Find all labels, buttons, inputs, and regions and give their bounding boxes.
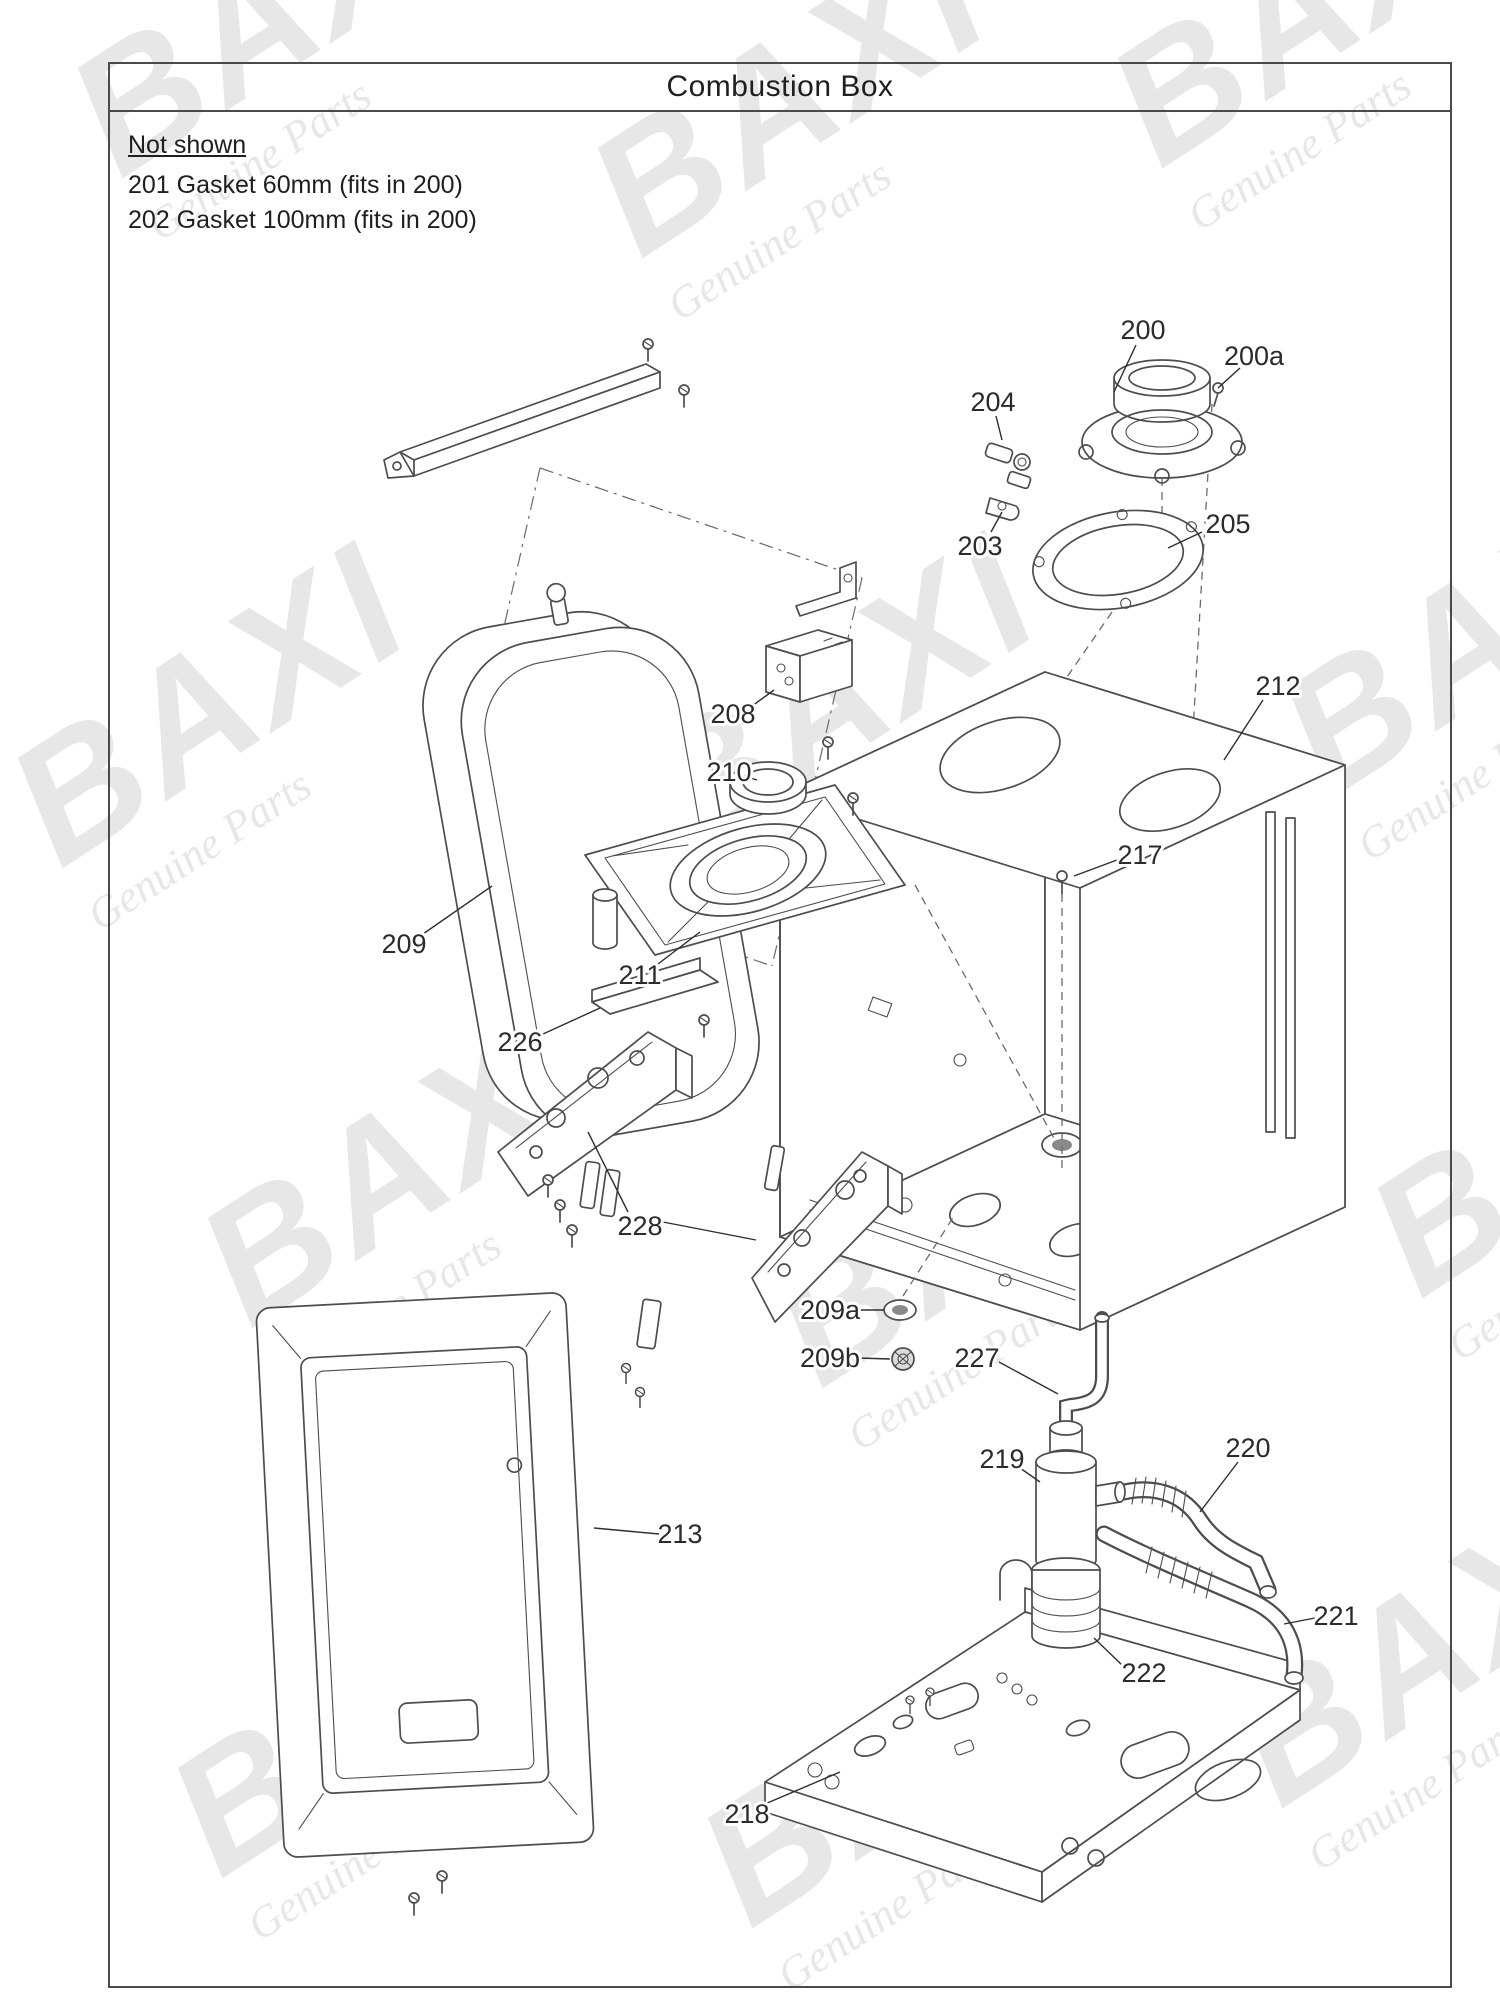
- part-label-210: 210: [706, 757, 751, 787]
- part-label-200a: 200a: [1224, 341, 1285, 371]
- part-label-226: 226: [497, 1027, 542, 1057]
- part-label-221: 221: [1313, 1601, 1358, 1631]
- condensate-trap-drawing: [1031, 1420, 1126, 1649]
- note-line-1: 201 Gasket 60mm (fits in 200): [128, 170, 463, 199]
- part-label-204: 204: [970, 387, 1015, 417]
- hose-220-drawing: [1115, 1476, 1277, 1599]
- notes-heading: Not shown: [128, 131, 247, 159]
- top-bracket-drawing: [383, 338, 690, 479]
- rail-226-drawing: [591, 957, 719, 1038]
- mounting-brackets-drawing: [497, 1031, 903, 1409]
- condensate-pipe-drawing: [1059, 1311, 1110, 1433]
- part-label-209b: 209b: [800, 1343, 860, 1373]
- part-leader-217: [1073, 859, 1118, 877]
- part-leader-204: [995, 415, 1003, 441]
- artwork: [255, 338, 1346, 1916]
- part-label-205: 205: [1205, 509, 1250, 539]
- fittings-204-drawing: [984, 442, 1032, 490]
- part-leader-228: [662, 1221, 757, 1241]
- part-leader-212: [1223, 699, 1264, 761]
- notes-block: Not shown 201 Gasket 60mm (fits in 200) …: [128, 128, 477, 239]
- part-leader-211: [657, 931, 701, 965]
- fitting-203-drawing: [985, 497, 1020, 521]
- part-label-203: 203: [957, 531, 1002, 561]
- part-label-218: 218: [724, 1799, 769, 1829]
- nut-209b-drawing: [891, 1347, 915, 1371]
- part-leader-200a: [1217, 367, 1241, 389]
- part-leader-219: [1019, 1467, 1041, 1483]
- screw-217: [1056, 870, 1068, 895]
- note-line-2: 202 Gasket 100mm (fits in 200): [128, 206, 477, 234]
- hose-221-drawing: [1095, 1525, 1304, 1685]
- part-leader-209b: [857, 1357, 891, 1360]
- part-label-211: 211: [618, 960, 661, 990]
- part-label-208: 208: [710, 699, 755, 729]
- part-label-222: 222: [1121, 1658, 1166, 1688]
- part-label-213: 213: [657, 1519, 702, 1549]
- part-label-220: 220: [1225, 1433, 1270, 1463]
- part-leader-226: [542, 1007, 601, 1035]
- part-label-227: 227: [954, 1343, 999, 1373]
- part-label-212: 212: [1255, 671, 1300, 701]
- part-leader-209: [422, 885, 493, 935]
- part-leader-222: [1093, 1637, 1124, 1667]
- part-label-200: 200: [1120, 315, 1165, 345]
- page-title: Combustion Box: [666, 70, 894, 103]
- spark-generator-drawing: [765, 629, 853, 703]
- part-leader-221: [1283, 1617, 1316, 1625]
- part-leader-205: [1167, 531, 1203, 549]
- part-label-209: 209: [381, 929, 426, 959]
- part-label-219: 219: [979, 1444, 1024, 1474]
- part-leader-218: [764, 1771, 841, 1805]
- flue-adaptor-drawing: [1078, 359, 1246, 783]
- part-leader-203: [990, 511, 1003, 533]
- part-leader-213: [593, 1527, 660, 1535]
- part-label-209a: 209a: [800, 1295, 861, 1325]
- title-bar: Combustion Box: [108, 62, 1452, 112]
- part-label-228: 228: [617, 1211, 662, 1241]
- part-label-217: 217: [1117, 840, 1162, 870]
- page-frame: [108, 62, 1452, 1988]
- part-leader-228: [587, 1131, 629, 1213]
- part-leader-208: [751, 689, 775, 707]
- part-labels-layer: 200 200a 204 203 205 208 210 212 217 209 211 226 228…: [378, 312, 1361, 1832]
- part-leader-210: [743, 775, 758, 781]
- part-leader-227: [998, 1361, 1059, 1395]
- venturi-ring-drawing: [729, 761, 807, 815]
- small-bracket-drawing: [795, 561, 857, 617]
- part-leader-220: [1199, 1461, 1239, 1513]
- door-panel-drawing: [255, 1292, 595, 1916]
- part-leader-200: [1113, 344, 1137, 393]
